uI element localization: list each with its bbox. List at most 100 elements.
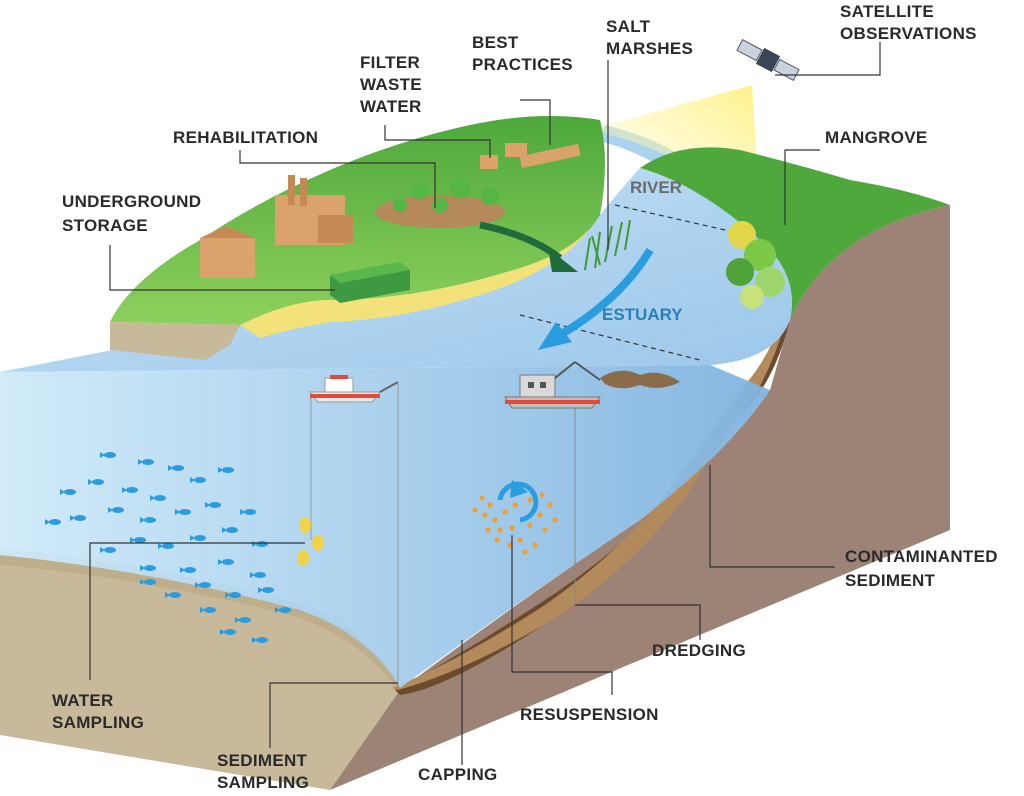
particle xyxy=(537,512,543,518)
water-top-surface xyxy=(0,168,792,372)
fish-icon xyxy=(205,502,221,508)
fish-icon xyxy=(225,592,241,598)
fish-icon xyxy=(220,629,236,635)
water-front-face xyxy=(0,365,770,688)
fish-icon xyxy=(100,547,116,553)
particle xyxy=(472,507,478,513)
sampling-boat xyxy=(308,375,399,403)
particle xyxy=(527,497,533,503)
label-rehabilitation: REHABILITATION xyxy=(173,128,318,147)
resuspension-particles xyxy=(472,492,558,555)
estuary-arrow xyxy=(557,247,654,339)
left-land-cliff xyxy=(110,322,240,360)
label-river: RIVER xyxy=(630,178,682,197)
satellite-icon xyxy=(736,39,800,81)
fish-icon xyxy=(60,489,76,495)
dredging-boat xyxy=(504,361,601,409)
particle xyxy=(542,527,548,533)
fish-icon xyxy=(240,509,256,515)
particle xyxy=(502,509,508,515)
fish-icon xyxy=(252,637,268,643)
factory-buildings xyxy=(200,175,353,278)
fish-icon xyxy=(122,487,138,493)
estuary-arrowhead xyxy=(538,322,572,350)
leader-underground xyxy=(109,245,335,291)
particle xyxy=(482,512,488,518)
fish-icon xyxy=(138,459,154,465)
leader-water-sampling xyxy=(89,542,305,680)
fish-icon xyxy=(195,582,211,588)
fish-icon xyxy=(275,607,291,613)
fish-icon xyxy=(250,572,266,578)
mangrove-trees xyxy=(726,221,785,309)
fish-icon xyxy=(88,479,104,485)
fish-icon xyxy=(222,527,238,533)
seabed-top-strip xyxy=(0,548,402,695)
label-contaminated-sediment: CONTAMINANTED SEDIMENT xyxy=(845,547,1003,590)
particle xyxy=(517,537,523,543)
fish-icon xyxy=(218,467,234,473)
fish-icon xyxy=(165,592,181,598)
leader-filter xyxy=(384,125,491,158)
leader-dredging xyxy=(575,604,701,640)
label-resuspension: RESUSPENSION xyxy=(520,705,659,724)
fish-icon xyxy=(70,515,86,521)
label-best-practices: BEST PRACTICES xyxy=(472,33,573,74)
particle xyxy=(485,527,491,533)
particle xyxy=(494,537,500,543)
leader-resuspension xyxy=(511,535,613,695)
particle xyxy=(527,522,533,528)
particle xyxy=(479,495,485,501)
fish-icon xyxy=(175,509,191,515)
fish-icon xyxy=(158,543,174,549)
particle xyxy=(509,525,515,531)
beach-sand xyxy=(240,228,590,338)
runoff-arrowhead xyxy=(548,248,578,272)
label-sediment-sampling: SEDIMENT SAMPLING xyxy=(217,751,312,792)
right-land-top xyxy=(640,147,950,320)
label-filter-waste-water: FILTER WASTE WATER xyxy=(360,53,427,116)
treatment-buildings xyxy=(480,143,581,169)
particle xyxy=(539,492,545,498)
fish-icon xyxy=(140,517,156,523)
label-water-sampling: WATER SAMPLING xyxy=(52,691,144,732)
fish-icon xyxy=(258,587,274,593)
leader-mangrove xyxy=(784,149,820,225)
particle xyxy=(522,549,528,555)
estuary-boundary-line xyxy=(519,314,701,361)
particle xyxy=(552,517,558,523)
label-satellite-observations: SATELLITE OBSERVATIONS xyxy=(840,2,977,43)
fish-school xyxy=(45,452,291,643)
underground-storage-tank xyxy=(330,262,410,303)
particle xyxy=(507,542,513,548)
fish-icon xyxy=(45,519,61,525)
label-capping: CAPPING xyxy=(418,765,498,784)
leader-best-practices xyxy=(520,99,551,145)
leader-rehabilitation xyxy=(239,150,436,208)
salt-marsh-grass xyxy=(584,219,631,271)
river-boundary-line xyxy=(614,204,726,231)
fish-icon xyxy=(100,452,116,458)
fish-icon xyxy=(180,567,196,573)
fish-icon xyxy=(235,617,251,623)
particle xyxy=(512,502,518,508)
fish-icon xyxy=(140,565,156,571)
label-underground-storage: UNDERGROUND STORAGE xyxy=(62,192,206,235)
fish-icon xyxy=(190,535,206,541)
leader-contaminated xyxy=(709,465,835,568)
water-sampler-icon xyxy=(297,517,324,566)
leader-satellite xyxy=(775,42,881,76)
label-estuary: ESTUARY xyxy=(602,305,683,324)
particle xyxy=(492,517,498,523)
dredge-plume xyxy=(600,370,680,389)
fish-icon xyxy=(130,537,146,543)
fish-icon xyxy=(200,607,216,613)
fish-icon xyxy=(168,465,184,471)
fish-icon xyxy=(140,579,156,585)
fish-icon xyxy=(150,495,166,501)
fish-icon xyxy=(218,559,234,565)
label-dredging: DREDGING xyxy=(652,641,746,660)
rehabilitation-area xyxy=(375,178,505,228)
particle xyxy=(532,542,538,548)
